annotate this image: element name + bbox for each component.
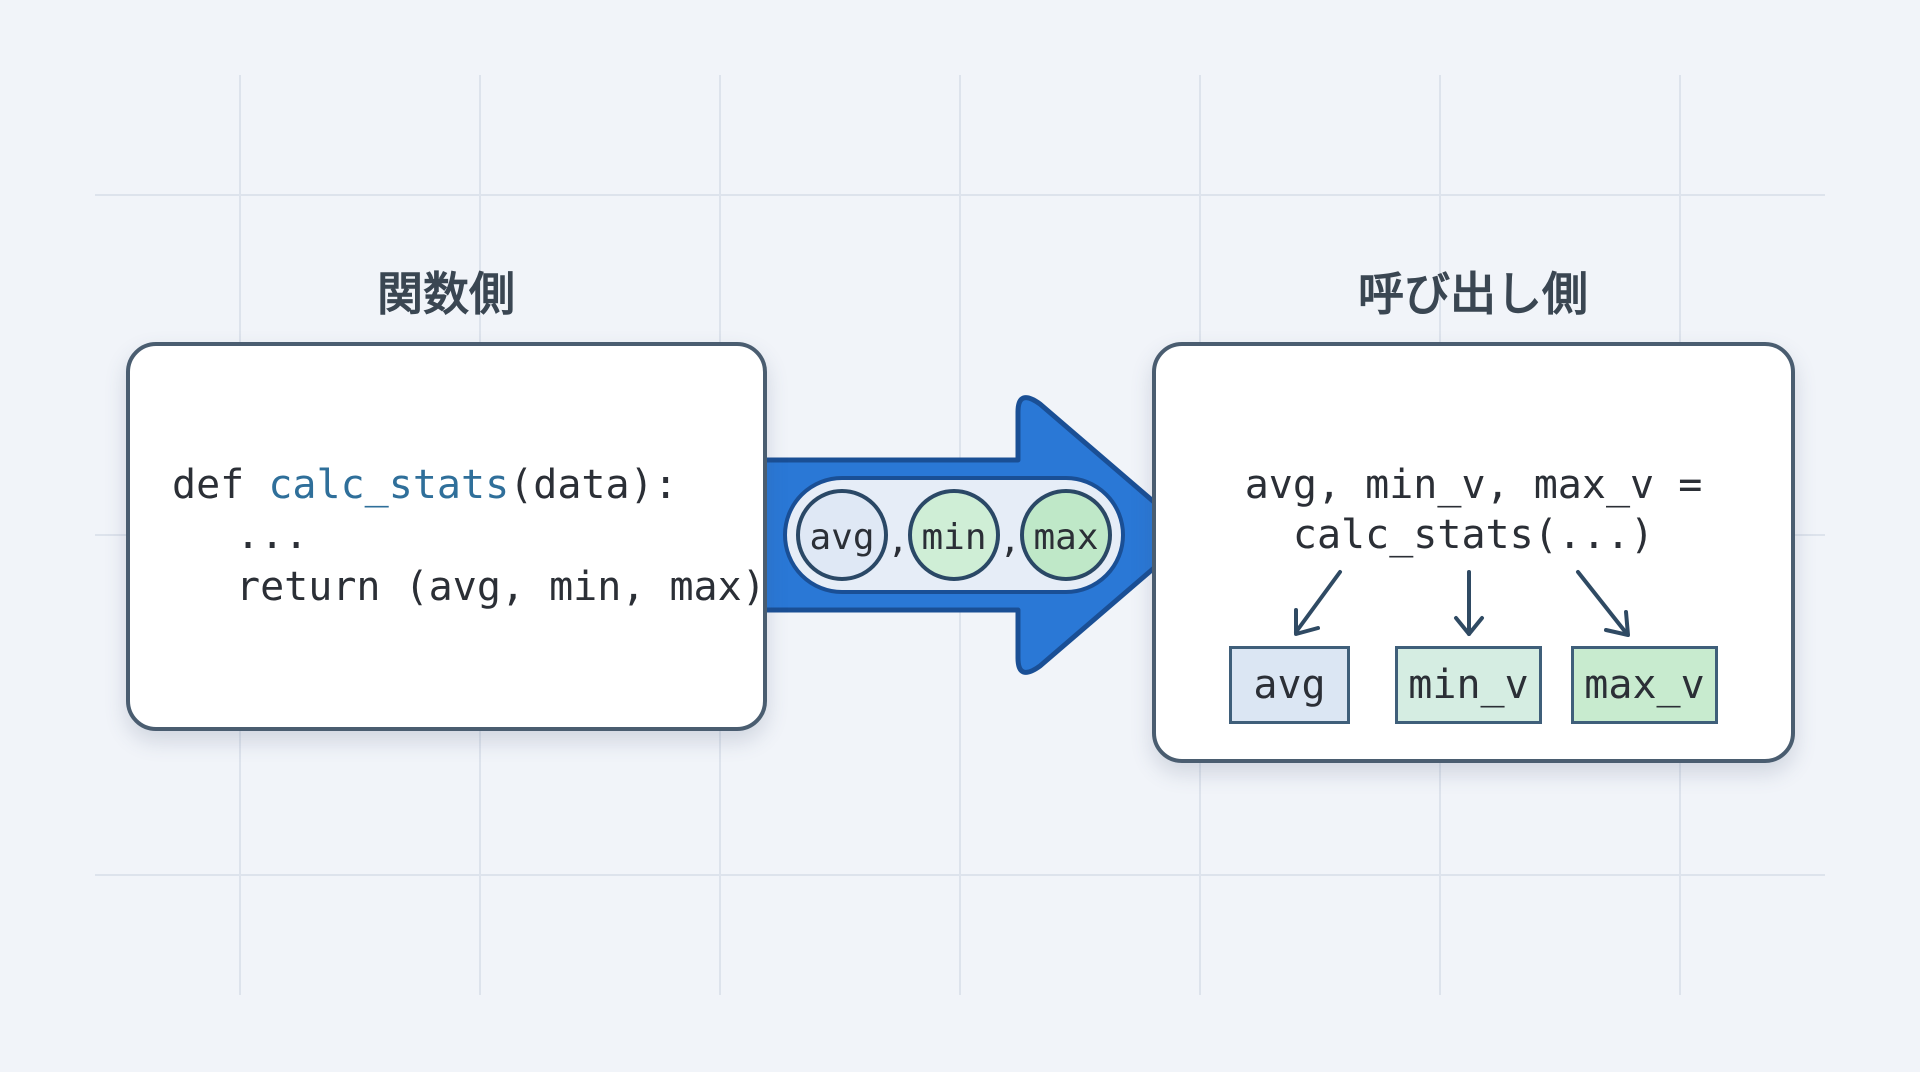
code-keyword: def [172,462,269,508]
result-box-avg: avg [1229,646,1350,724]
code-function-name: calc_stats [268,462,510,508]
code-line-def: def calc_stats(data): [172,460,678,510]
code-params: (data): [509,462,678,508]
caller-line-assign: avg, min_v, max_v = [1244,462,1703,508]
function-side-heading: 関数側 [377,267,515,321]
function-side-card [126,342,767,731]
caller-side-heading: 呼び出し側 [1358,267,1588,321]
result-box-min-v: min_v [1395,646,1542,724]
code-line-return: return (avg, min, max) [236,564,766,610]
code-line-ellipsis: ... [236,512,309,558]
result-box-max-v: max_v [1571,646,1718,724]
caller-line-call: calc_stats(...) [1292,512,1655,558]
